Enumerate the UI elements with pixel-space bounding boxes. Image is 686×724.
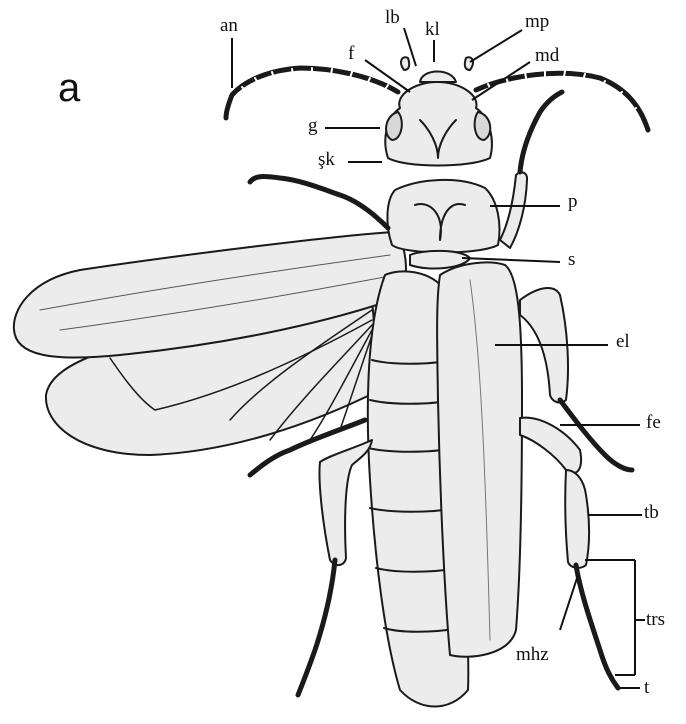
label-md: md bbox=[535, 46, 559, 65]
label-tb: tb bbox=[644, 503, 659, 522]
right-antenna bbox=[476, 73, 648, 130]
label-f: f bbox=[348, 44, 354, 63]
label-s: s bbox=[568, 250, 575, 269]
left-eye bbox=[386, 112, 402, 140]
left-hindleg-tarsus bbox=[298, 560, 335, 695]
label-t: t bbox=[644, 678, 649, 697]
left-mandible bbox=[401, 57, 409, 70]
label-lb: lb bbox=[385, 8, 400, 27]
right-foreleg-femur bbox=[500, 172, 527, 248]
label-fe: fe bbox=[646, 413, 661, 432]
right-mandible bbox=[465, 57, 473, 70]
label-kl: kl bbox=[425, 20, 440, 39]
label-g: g bbox=[308, 116, 318, 135]
elytron bbox=[437, 262, 522, 656]
right-eye bbox=[475, 112, 491, 140]
label-trs: trs bbox=[646, 610, 665, 629]
label-an: an bbox=[220, 16, 238, 35]
right-hindleg-tibia bbox=[565, 470, 589, 568]
right-foreleg-tarsus bbox=[520, 92, 562, 172]
right-hindleg-tarsus bbox=[576, 565, 618, 688]
label-sk: şk bbox=[318, 150, 335, 169]
left-hindleg-femur bbox=[319, 440, 372, 565]
panel-label: a bbox=[58, 68, 80, 108]
left-antenna bbox=[226, 68, 398, 118]
label-p: p bbox=[568, 192, 578, 211]
left-foreleg bbox=[250, 177, 388, 228]
labrum bbox=[420, 72, 456, 83]
label-el: el bbox=[616, 332, 630, 351]
label-mhz: mhz bbox=[516, 645, 549, 664]
label-mp: mp bbox=[525, 12, 549, 31]
